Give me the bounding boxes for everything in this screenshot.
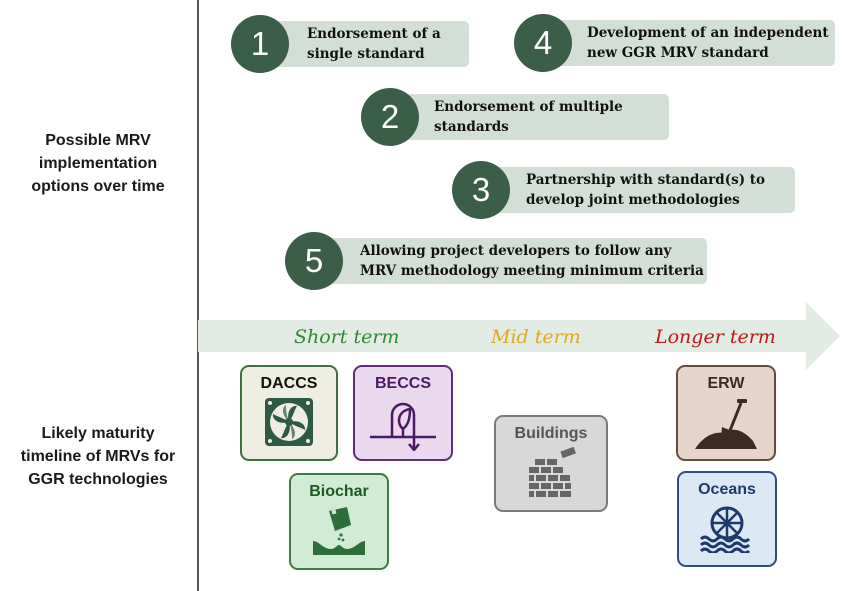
option-4-box: Development of an independent new GGR MR… xyxy=(544,20,835,66)
longer-term-label: Longer term xyxy=(655,326,776,348)
option-2-box: Endorsement of multiple standards xyxy=(391,94,669,140)
timeline-arrow xyxy=(198,302,840,370)
maturity-axis-label: Likely maturity timeline of MRVs for GGR… xyxy=(20,425,176,488)
options-axis-label: Possible MRV implementation options over… xyxy=(31,132,165,195)
tile-erw: ERW xyxy=(676,365,776,461)
tile-biochar: Biochar xyxy=(289,473,389,570)
option-3-text: Partnership with standard(s) to develop … xyxy=(526,172,766,208)
waterwheel-icon xyxy=(699,506,751,553)
biochar-label: Biochar xyxy=(309,483,369,500)
tile-beccs: BECCS xyxy=(353,365,453,461)
tile-oceans: Oceans xyxy=(677,471,777,567)
option-4-text: Development of an independent new GGR MR… xyxy=(587,25,829,61)
option-2-number: 2 xyxy=(361,88,419,146)
option-3-number: 3 xyxy=(452,161,510,219)
option-1-box: Endorsement of a single standard xyxy=(261,21,469,67)
soil-bag-icon xyxy=(313,507,365,555)
brick-wall-icon xyxy=(529,447,576,497)
short-term-label: Short term xyxy=(294,326,400,348)
daccs-label: DACCS xyxy=(260,375,318,392)
vertical-divider xyxy=(197,0,199,591)
option-3-box: Partnership with standard(s) to develop … xyxy=(482,167,795,213)
shovel-icon xyxy=(695,399,757,449)
option-4-number: 4 xyxy=(514,14,572,72)
option-5-number: 5 xyxy=(285,232,343,290)
oceans-label: Oceans xyxy=(698,481,756,498)
tile-daccs: DACCS xyxy=(240,365,338,461)
option-2-text: Endorsement of multiple standards xyxy=(434,99,623,135)
option-5-text: Allowing project developers to follow an… xyxy=(360,243,704,279)
option-1-number: 1 xyxy=(231,15,289,73)
mid-term-label: Mid term xyxy=(491,326,581,348)
fan-icon xyxy=(265,398,313,446)
beccs-label: BECCS xyxy=(374,375,431,392)
plant-cycle-icon xyxy=(370,402,436,451)
tile-buildings: Buildings xyxy=(494,415,608,512)
option-5-box: Allowing project developers to follow an… xyxy=(315,238,707,284)
erw-label: ERW xyxy=(707,375,745,392)
buildings-label: Buildings xyxy=(514,425,588,442)
option-1-text: Endorsement of a single standard xyxy=(307,26,441,62)
